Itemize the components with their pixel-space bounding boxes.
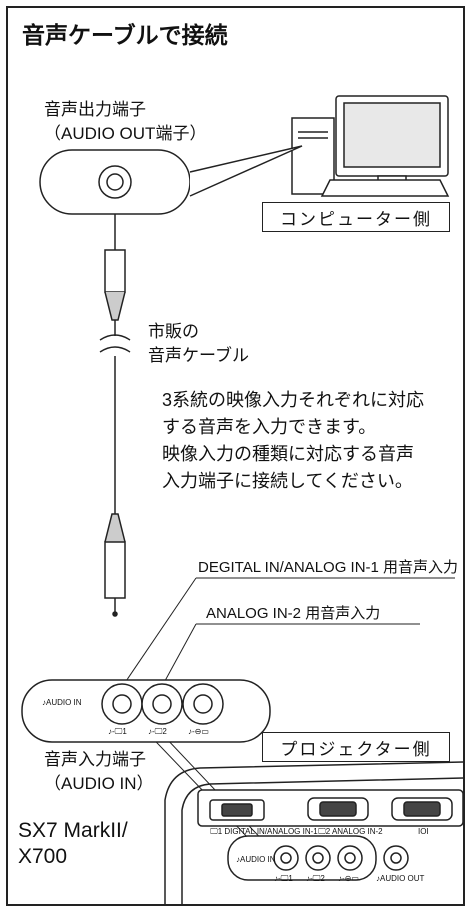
panel-audio-in-label: ♪AUDIO IN xyxy=(42,698,82,707)
panel-jack1-label: ♪-🖵1 xyxy=(108,727,127,736)
rear-analog-in2-label: 🖵2 ANALOG IN-2 xyxy=(318,827,383,836)
rear-digital-in-label: 🖵1 DIGITAL IN/ANALOG IN-1 xyxy=(210,827,318,836)
callout-digital-analog-in1: DEGITAL IN/ANALOG IN-1 用音声入力 xyxy=(198,559,459,576)
rear-jack2-label: ♪-🖵2 xyxy=(306,874,325,883)
description-line: する音声を入力できます。 xyxy=(162,417,377,437)
audio-out-sublabel: （AUDIO OUT端子） xyxy=(44,124,207,143)
rear-jack1-label: ♪-🖵1 xyxy=(274,874,293,883)
rear-control-label: IOI xyxy=(418,827,429,836)
rear-jack3-label: ♪-⊖▭ xyxy=(338,874,359,883)
computer-tower xyxy=(291,117,335,195)
model-name: SX7 MarkII/ X700 xyxy=(18,818,158,870)
page-title: 音声ケーブルで接続 xyxy=(22,22,228,48)
cable-sublabel: 音声ケーブル xyxy=(148,346,249,365)
computer-side-label: コンピューター側 xyxy=(262,202,450,232)
rear-audio-in-label: ♪AUDIO IN xyxy=(236,855,276,864)
panel-jack3-label: ♪-⊖▭ xyxy=(188,727,209,736)
diagram-frame xyxy=(6,6,465,906)
audio-in-label: 音声入力端子 xyxy=(44,750,146,769)
description-line: 入力端子に接続してください。 xyxy=(162,471,413,491)
description-line: 3系統の映像入力それぞれに対応 xyxy=(162,390,425,410)
audio-out-label: 音声出力端子 xyxy=(44,100,146,119)
computer-icon xyxy=(291,95,450,197)
computer-keyboard xyxy=(320,179,450,197)
description-text: 3系統の映像入力それぞれに対応 する音声を入力できます。 映像入力の種類に対応す… xyxy=(162,387,452,495)
audio-out-port-callout xyxy=(39,145,303,215)
rear-audio-out-label: ♪AUDIO OUT xyxy=(376,874,425,883)
audio-in-panel xyxy=(21,679,271,743)
cable-label: 市販の xyxy=(148,322,199,341)
description-line: 映像入力の種類に対応する音声 xyxy=(162,444,414,464)
callout-analog-in2: ANALOG IN-2 用音声入力 xyxy=(206,605,381,622)
model-line: SX7 MarkII/ xyxy=(18,819,128,842)
projector-illustration xyxy=(164,761,464,906)
audio-in-sublabel: （AUDIO IN） xyxy=(44,774,154,793)
model-line: X700 xyxy=(18,845,68,868)
audio-cable xyxy=(99,214,131,617)
panel-jack2-label: ♪-🖵2 xyxy=(148,727,167,736)
projector-side-label: プロジェクター側 xyxy=(262,732,450,762)
